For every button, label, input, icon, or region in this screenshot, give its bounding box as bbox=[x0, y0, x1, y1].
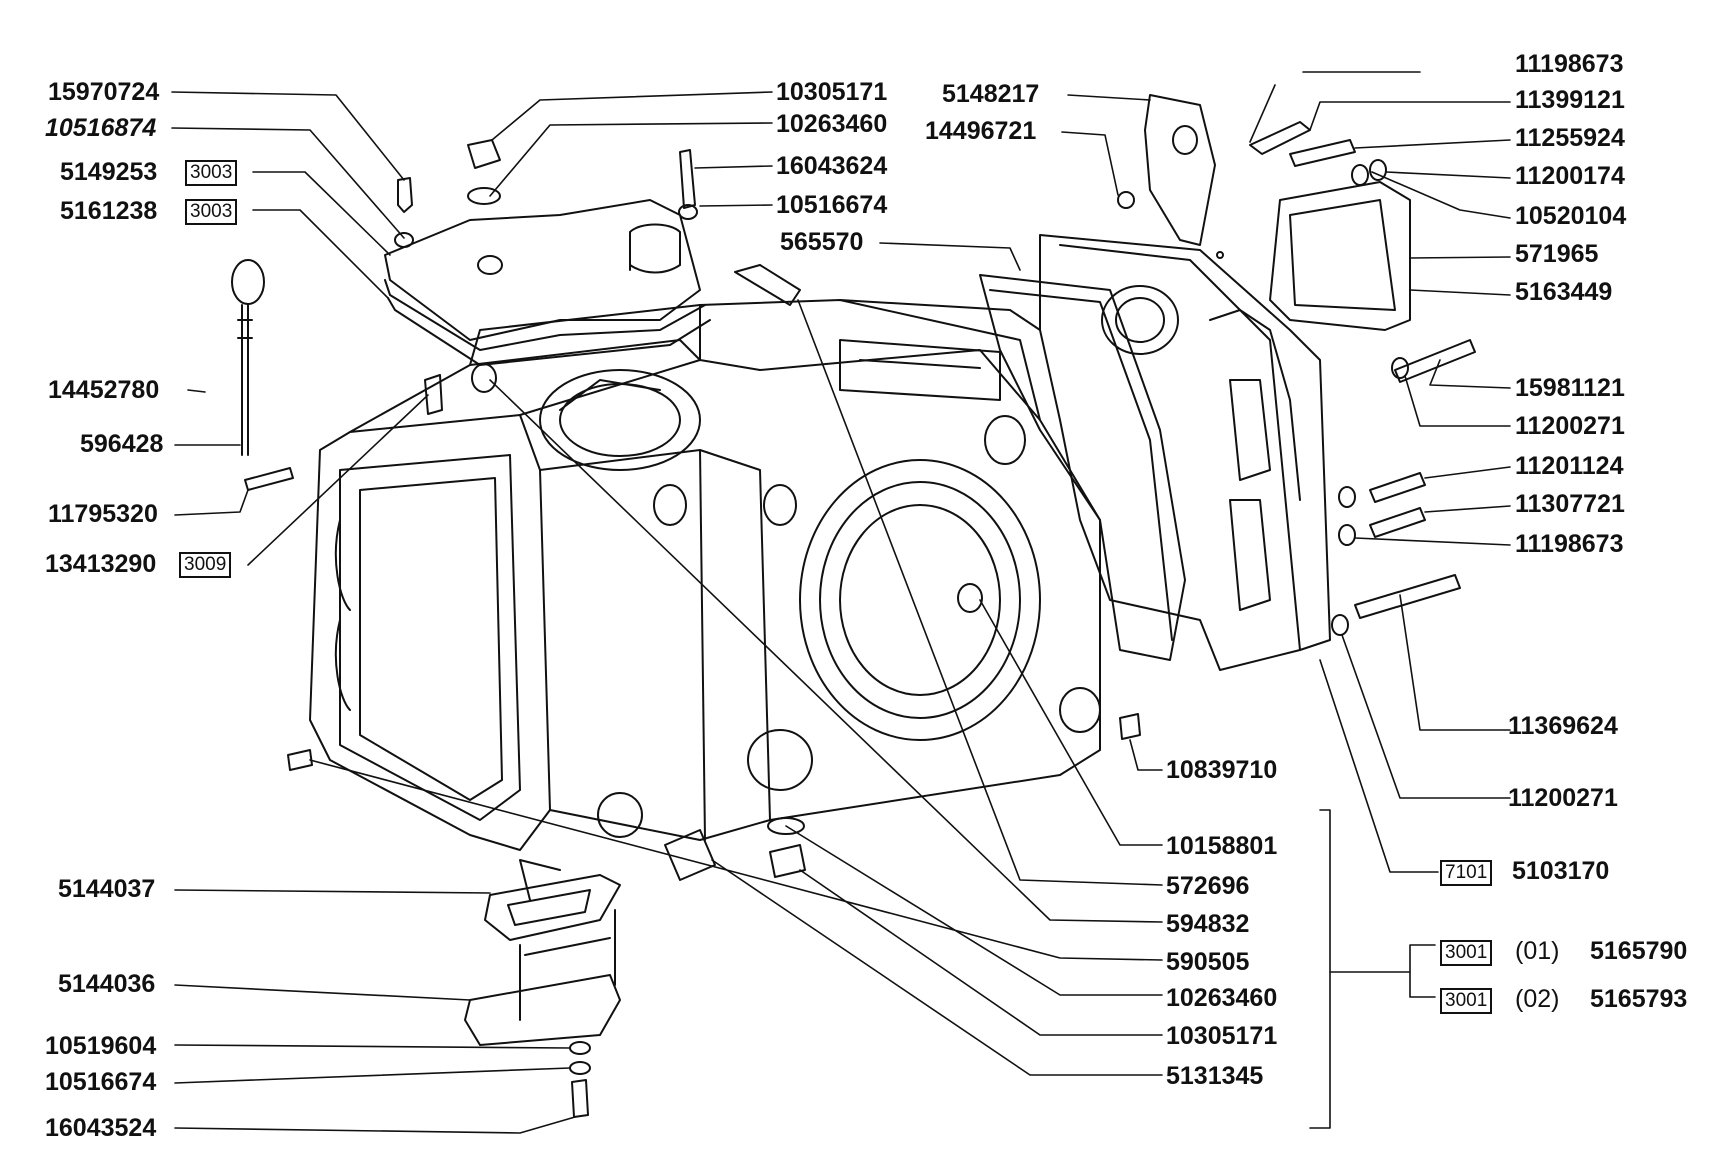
part-label: 10263460 bbox=[776, 110, 888, 138]
part-label: 11198673 bbox=[1515, 530, 1624, 558]
reference-box: 3001 bbox=[1440, 940, 1493, 966]
variant-code: (02) bbox=[1515, 985, 1560, 1013]
part-label: 5131345 bbox=[1166, 1062, 1264, 1090]
part-label: 590505 bbox=[1166, 948, 1250, 976]
part-label: 5165793 bbox=[1590, 985, 1688, 1013]
part-label: 5144037 bbox=[58, 875, 156, 903]
part-label: 10520104 bbox=[1515, 202, 1627, 230]
part-label: 16043624 bbox=[776, 152, 888, 180]
part-label: 15981121 bbox=[1515, 374, 1625, 402]
rear-housing-illustration bbox=[979, 234, 1331, 671]
part-label: 10516674 bbox=[45, 1068, 157, 1096]
reference-box: 3009 bbox=[179, 552, 232, 578]
part-label: 10516674 bbox=[776, 191, 888, 219]
part-label: 10305171 bbox=[1166, 1022, 1278, 1050]
part-label: 5148217 bbox=[942, 80, 1040, 108]
part-label: 11795320 bbox=[48, 500, 158, 528]
variant-code: (01) bbox=[1515, 937, 1560, 965]
part-label: 5149253 bbox=[60, 158, 158, 186]
reference-box: 3003 bbox=[185, 160, 238, 186]
bottom-cover-illustration bbox=[464, 874, 621, 1046]
part-label: 10158801 bbox=[1166, 832, 1278, 860]
part-label: 565570 bbox=[780, 228, 864, 256]
part-label: 15970724 bbox=[48, 78, 160, 106]
part-label: 14452780 bbox=[48, 376, 160, 404]
part-label: 10516874 bbox=[45, 114, 157, 142]
part-label: 11200271 bbox=[1508, 784, 1618, 812]
part-label: 11198673 bbox=[1515, 50, 1624, 78]
part-label: 11201124 bbox=[1515, 452, 1624, 480]
part-label: 10263460 bbox=[1166, 984, 1278, 1012]
part-label: 10305171 bbox=[776, 78, 888, 106]
part-label: 13413290 bbox=[45, 550, 157, 578]
part-label: 11307721 bbox=[1515, 490, 1625, 518]
part-label: 11200174 bbox=[1515, 162, 1625, 190]
part-label: 11200271 bbox=[1515, 412, 1625, 440]
part-label: 5144036 bbox=[58, 970, 156, 998]
part-label: 10519604 bbox=[45, 1032, 157, 1060]
part-label: 14496721 bbox=[925, 117, 1037, 145]
part-label: 11369624 bbox=[1508, 712, 1618, 740]
part-label: 5165790 bbox=[1590, 937, 1688, 965]
part-label: 11399121 bbox=[1515, 86, 1625, 114]
reference-box: 3003 bbox=[185, 199, 238, 225]
part-label: 10839710 bbox=[1166, 756, 1278, 784]
part-label: 596428 bbox=[80, 430, 164, 458]
dipstick-illustration bbox=[231, 259, 265, 456]
part-label: 572696 bbox=[1166, 872, 1250, 900]
top-cover-illustration bbox=[384, 199, 711, 366]
rear-cover-illustration bbox=[1144, 94, 1411, 331]
leader-lines bbox=[171, 71, 1511, 1134]
part-label: 594832 bbox=[1166, 910, 1250, 938]
part-label: 5103170 bbox=[1512, 857, 1610, 885]
part-label: 11255924 bbox=[1515, 124, 1625, 152]
hardware-illustration bbox=[244, 121, 1476, 1118]
reference-box: 3001 bbox=[1440, 988, 1493, 1014]
part-label: 571965 bbox=[1515, 240, 1599, 268]
part-label: 5163449 bbox=[1515, 278, 1613, 306]
part-label: 5161238 bbox=[60, 197, 158, 225]
reference-box: 7101 bbox=[1440, 860, 1493, 886]
part-label: 16043524 bbox=[45, 1114, 157, 1142]
